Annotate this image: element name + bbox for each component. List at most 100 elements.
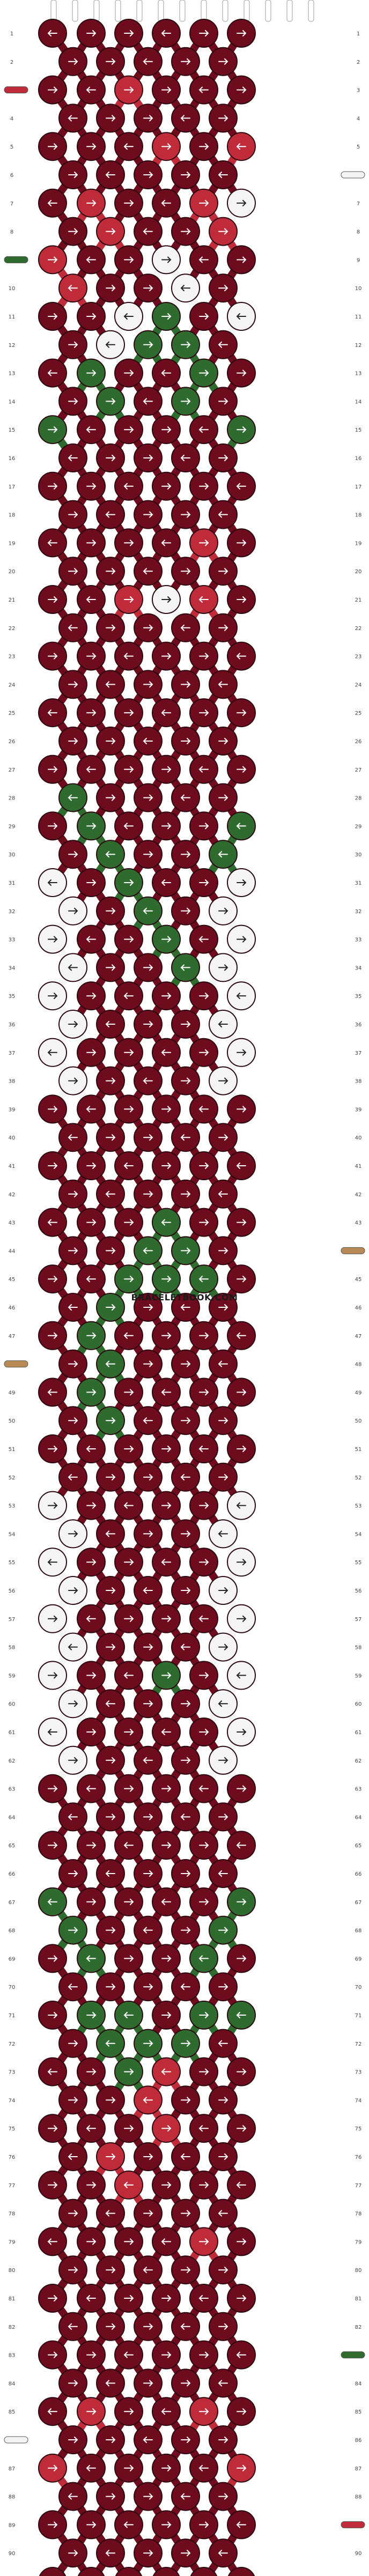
knot-green xyxy=(38,1887,67,1916)
knot-maroon xyxy=(134,840,163,869)
knot-maroon xyxy=(209,1293,238,1322)
knot-white xyxy=(58,1689,87,1719)
row-number-right: 54 xyxy=(355,1531,362,1537)
row-number-right: 90 xyxy=(355,2551,362,2557)
knot-maroon xyxy=(227,1321,256,1350)
knot-arrow-icon xyxy=(218,1247,228,1254)
knot-maroon xyxy=(209,1406,238,1435)
knot-arrow-icon xyxy=(181,1077,191,1084)
row-number-left: 55 xyxy=(9,1560,16,1566)
knot-arrow-icon xyxy=(106,2267,116,2274)
row-number-left: 15 xyxy=(9,427,16,433)
string-start-10 xyxy=(243,0,250,22)
row-number-left: 57 xyxy=(9,1617,16,1623)
knot-maroon xyxy=(189,75,218,105)
row-number-right: 3 xyxy=(357,88,360,94)
knot-arrow-icon xyxy=(86,1276,96,1283)
row-number-left: 63 xyxy=(9,1787,16,1793)
knot-arrow-icon xyxy=(143,2493,153,2500)
knot-white xyxy=(58,1010,87,1039)
knot-arrow-icon xyxy=(161,936,172,943)
row-number-left: 11 xyxy=(9,314,16,320)
knot-arrow-icon xyxy=(68,1304,78,1311)
knot-maroon xyxy=(134,47,163,76)
knot-arrow-icon xyxy=(68,681,78,688)
knot-maroon xyxy=(114,2340,143,2370)
knot-red xyxy=(189,188,218,218)
knot-arrow-icon xyxy=(237,709,247,716)
knot-arrow-icon xyxy=(68,1530,78,1537)
knot-white xyxy=(209,953,238,982)
knot-arrow-icon xyxy=(237,1615,247,1622)
knot-maroon xyxy=(38,2170,67,2200)
knot-arrow-icon xyxy=(123,483,134,490)
knot-red xyxy=(152,132,181,161)
knot-white xyxy=(227,1491,256,1520)
knot-maroon xyxy=(96,1972,125,2002)
knot-maroon xyxy=(152,754,181,784)
knot-maroon xyxy=(77,132,106,161)
knot-arrow-icon xyxy=(47,1049,57,1056)
knot-maroon xyxy=(227,2057,256,2086)
knot-arrow-icon xyxy=(181,398,191,405)
knot-arrow-icon xyxy=(218,228,228,235)
knot-arrow-icon xyxy=(218,1983,228,1990)
knot-arrow-icon xyxy=(199,879,209,886)
knot-arrow-icon xyxy=(181,1021,191,1027)
knot-green xyxy=(134,1236,163,1265)
row-number-right: 68 xyxy=(355,1928,362,1934)
string-start-1 xyxy=(50,0,57,22)
knot-maroon xyxy=(152,1831,181,1860)
row-number-right: 88 xyxy=(355,2494,362,2500)
knot-green xyxy=(171,953,200,982)
knot-maroon xyxy=(77,19,106,48)
knot-maroon xyxy=(114,1718,143,1746)
knot-arrow-icon xyxy=(236,993,246,1000)
knot-arrow-icon xyxy=(143,2097,153,2104)
knot-arrow-icon xyxy=(218,738,228,744)
knot-arrow-icon xyxy=(124,879,134,886)
knot-arrow-icon xyxy=(218,1757,228,1764)
knot-arrow-icon xyxy=(161,2351,172,2358)
knot-white xyxy=(38,1718,67,1746)
knot-maroon xyxy=(96,2368,125,2398)
row-number-left: 40 xyxy=(9,1135,16,1141)
knot-maroon xyxy=(171,2199,200,2228)
knot-maroon xyxy=(209,783,238,812)
knot-maroon xyxy=(96,160,125,189)
knot-arrow-icon xyxy=(47,1559,57,1566)
knot-arrow-icon xyxy=(48,1955,58,1962)
knot-maroon xyxy=(227,1151,256,1180)
knot-red xyxy=(227,132,256,161)
row-number-left: 37 xyxy=(9,1050,16,1056)
knot-maroon xyxy=(77,1831,106,1860)
knot-arrow-icon xyxy=(143,1813,153,1820)
knot-maroon xyxy=(152,1718,181,1746)
knot-maroon xyxy=(134,273,163,303)
knot-maroon xyxy=(227,358,256,388)
knot-maroon xyxy=(114,981,143,1011)
row-number-right: 82 xyxy=(355,2325,362,2330)
knot-maroon xyxy=(152,1151,181,1180)
knot-arrow-icon xyxy=(198,1955,209,1962)
knot-arrow-icon xyxy=(106,228,116,235)
knot-maroon xyxy=(171,1915,200,1945)
knot-arrow-icon xyxy=(86,1955,96,1962)
knot-arrow-icon xyxy=(48,2521,58,2528)
knot-maroon xyxy=(134,2538,163,2568)
knot-maroon xyxy=(38,2340,67,2370)
row-number-right: 8 xyxy=(357,230,360,235)
row-number-right: 29 xyxy=(355,824,362,830)
knot-maroon xyxy=(189,1038,218,1067)
knot-arrow-icon xyxy=(199,1332,209,1339)
knot-shape xyxy=(152,2567,180,2576)
knot-red xyxy=(189,528,218,558)
knot-arrow-icon xyxy=(124,1219,134,1226)
knot-maroon xyxy=(38,1321,67,1350)
knot-maroon xyxy=(152,1491,181,1520)
knot-arrow-icon xyxy=(124,2125,134,2132)
knot-maroon xyxy=(77,1094,106,1124)
knot-maroon xyxy=(114,358,143,388)
knot-maroon xyxy=(209,330,238,359)
knot-white xyxy=(38,924,67,954)
